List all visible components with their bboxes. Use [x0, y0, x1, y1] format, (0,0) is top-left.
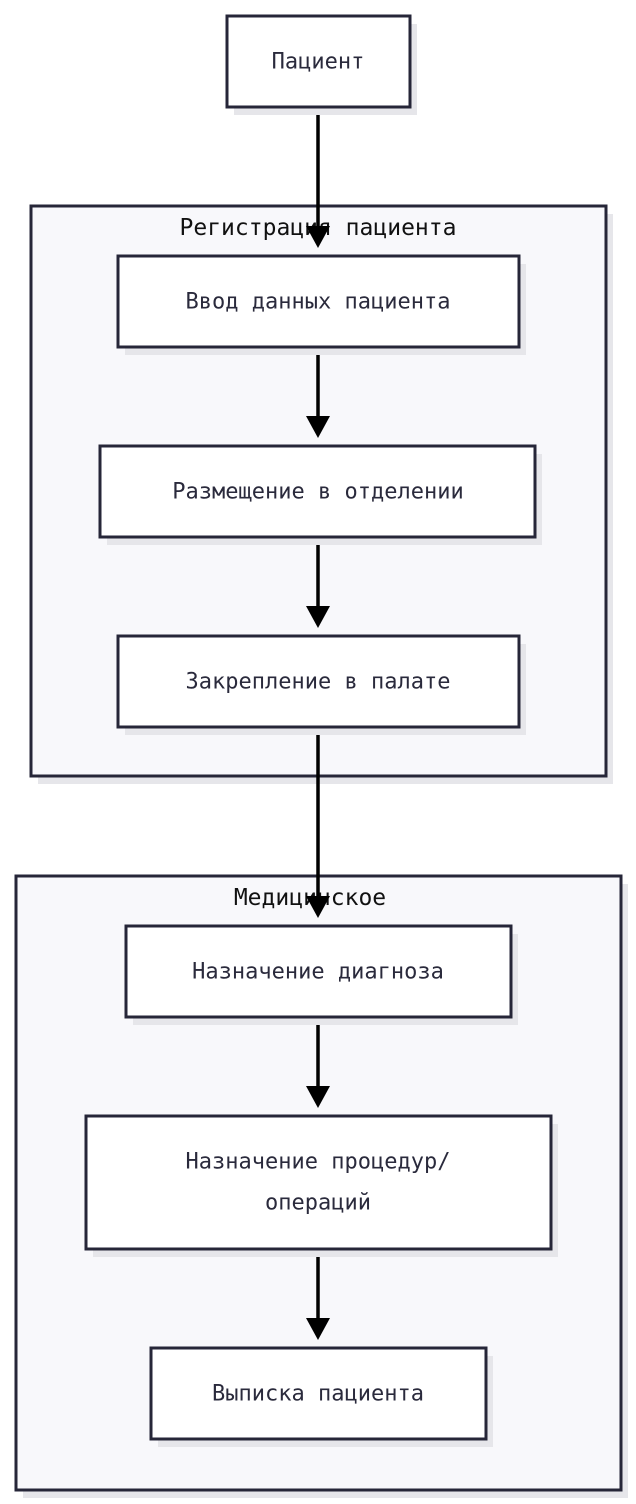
node-box [116, 634, 521, 729]
arrow-head [306, 896, 330, 918]
node-discharge-label: Выписка пациента [212, 1382, 424, 1407]
node-ward: Закрепление в палате [116, 634, 526, 735]
node-patient: Пациент [225, 14, 417, 115]
node-procedures-label-line-1: Назначение процедур/ [186, 1150, 451, 1175]
node-box [116, 254, 521, 349]
node-box [225, 14, 412, 109]
arrow-head [306, 416, 330, 438]
node-placement-label: Размещение в отделении [172, 480, 463, 505]
node-procedures: Назначение процедур/ операций [84, 1114, 558, 1257]
node-box [98, 444, 537, 539]
arrow-head [306, 226, 330, 248]
node-enter-data: Ввод данных пациента [116, 254, 526, 355]
node-placement: Размещение в отделении [98, 444, 542, 545]
edge-ward-to-diagnosis [306, 727, 330, 918]
node-diagnosis-label: Назначение диагноза [192, 960, 444, 985]
node-procedures-label-line-2: операций [265, 1191, 371, 1216]
node-box [149, 1346, 488, 1441]
arrow-head [306, 606, 330, 628]
node-box [84, 1114, 553, 1251]
edge-patient-to-enter-data [306, 106, 330, 248]
edges [306, 106, 330, 1340]
edge-procedures-to-discharge [306, 1249, 330, 1340]
edge-enter-data-to-placement [306, 347, 330, 438]
edge-diagnosis-to-procedures [306, 1017, 330, 1108]
arrow-head [306, 1086, 330, 1108]
node-box [124, 924, 513, 1019]
node-diagnosis: Назначение диагноза [124, 924, 518, 1025]
node-enter-data-label: Ввод данных пациента [186, 290, 451, 315]
node-ward-label: Закрепление в палате [186, 670, 451, 695]
node-discharge: Выписка пациента [149, 1346, 493, 1447]
arrow-head [306, 1318, 330, 1340]
edge-placement-to-ward [306, 537, 330, 628]
node-patient-label: Пациент [272, 50, 365, 75]
